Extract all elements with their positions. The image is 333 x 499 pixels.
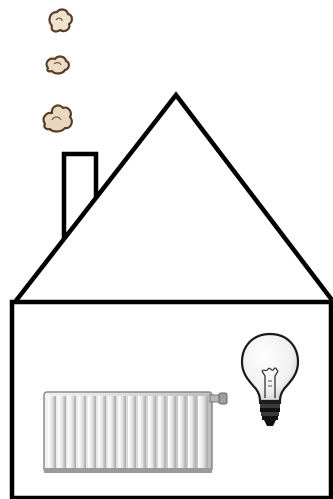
smoke-icon [44,10,72,132]
light-bulb-icon [242,334,298,426]
smoke-puff-middle [47,57,69,74]
smoke-puff-bottom [44,106,72,132]
radiator-icon [44,392,227,473]
radiator-fins [48,396,208,468]
bulb-base [259,400,281,426]
radiator-valve [210,393,227,404]
smoke-puff-top [50,10,72,32]
chimney-icon [64,154,96,238]
